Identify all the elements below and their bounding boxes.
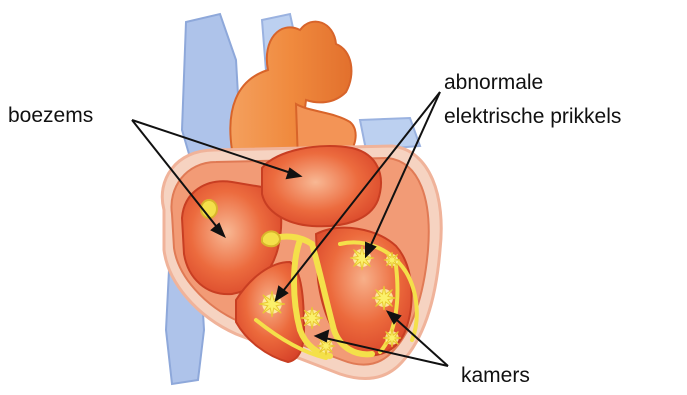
electric-spark-icon bbox=[372, 286, 396, 310]
label-boezems: boezems bbox=[8, 104, 93, 128]
label-abnormal-line1: abnormale bbox=[444, 71, 543, 95]
electric-spark-icon bbox=[383, 329, 401, 347]
left-atrium bbox=[262, 146, 381, 226]
label-kamers: kamers bbox=[461, 364, 530, 388]
av-node bbox=[262, 231, 280, 246]
label-abnormal-line2: elektrische prikkels bbox=[444, 105, 621, 129]
electric-spark-icon bbox=[301, 307, 323, 329]
electric-spark-icon bbox=[384, 252, 400, 268]
